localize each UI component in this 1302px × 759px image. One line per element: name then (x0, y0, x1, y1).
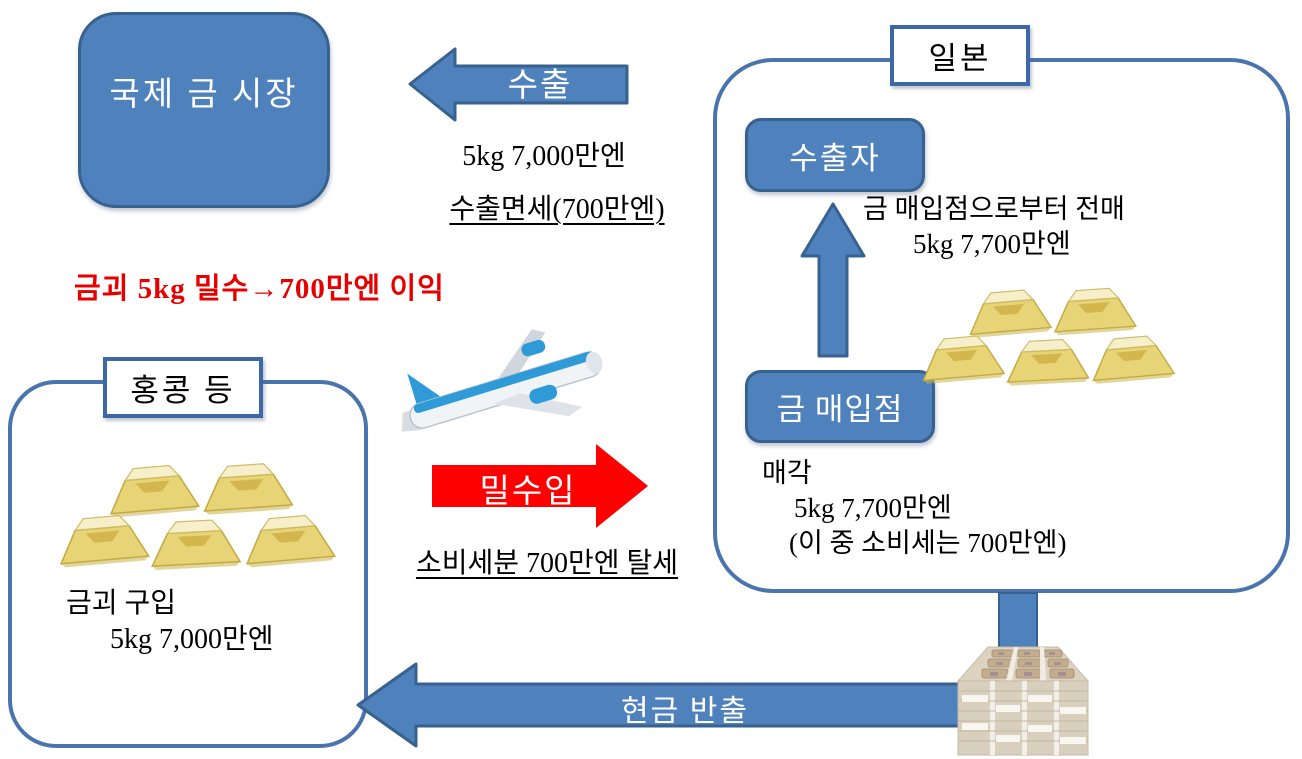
purchase-note: 금괴 구입 5kg 7,000만엔 (66, 586, 274, 658)
resale-note: 금 매입점으로부터 전매 5kg 7,700만엔 (863, 192, 1125, 262)
gold-bars-icon (919, 285, 1176, 387)
export-arrow-label: 수출 (507, 68, 573, 104)
profit-note: 금괴 5kg 밀수→700만엔 이익 (74, 273, 445, 305)
smuggle-arrow (432, 444, 648, 528)
exporter-box: 수출자 (745, 118, 925, 192)
sale-note: 매각 5kg 7,700만엔 (이 중 소비세는 700만엔) (762, 456, 1066, 561)
resale-line1: 금 매입점으로부터 전매 (863, 194, 1125, 224)
tax-evasion-note: 소비세분 700만엔 탈세 (415, 548, 679, 579)
cash-stack-icon (956, 646, 1090, 756)
japan-label: 일본 (890, 25, 1030, 86)
export-amount: 5kg 7,000만엔 (462, 141, 626, 172)
sale-line1: 매각 (762, 458, 812, 488)
airplane-icon (402, 329, 603, 432)
gold-buyer-box: 금 매입점 (745, 370, 935, 443)
resale-line2: 5kg 7,700만엔 (913, 229, 1071, 259)
export-exemption-note: 수출면세(700만엔) (449, 194, 665, 225)
hongkong-label: 홍콩 등 (103, 357, 263, 418)
purchase-title: 금괴 구입 (66, 588, 177, 619)
cash-out-arrow-label: 현금 반출 (621, 695, 749, 728)
cash-connector (998, 592, 1038, 650)
sale-line2: 5kg 7,700만엔 (794, 493, 952, 523)
smuggle-arrow-label: 밀수입 (479, 474, 577, 510)
gold-bars-icon (56, 461, 336, 572)
intl-gold-market-box: 국제 금 시장 (78, 12, 330, 208)
export-arrow (408, 47, 629, 122)
sale-line3: (이 중 소비세는 700만엔) (789, 528, 1067, 558)
intl-gold-market-label: 국제 금 시장 (109, 77, 299, 113)
purchase-amount: 5kg 7,000만엔 (110, 624, 274, 655)
up-arrow (800, 202, 866, 358)
